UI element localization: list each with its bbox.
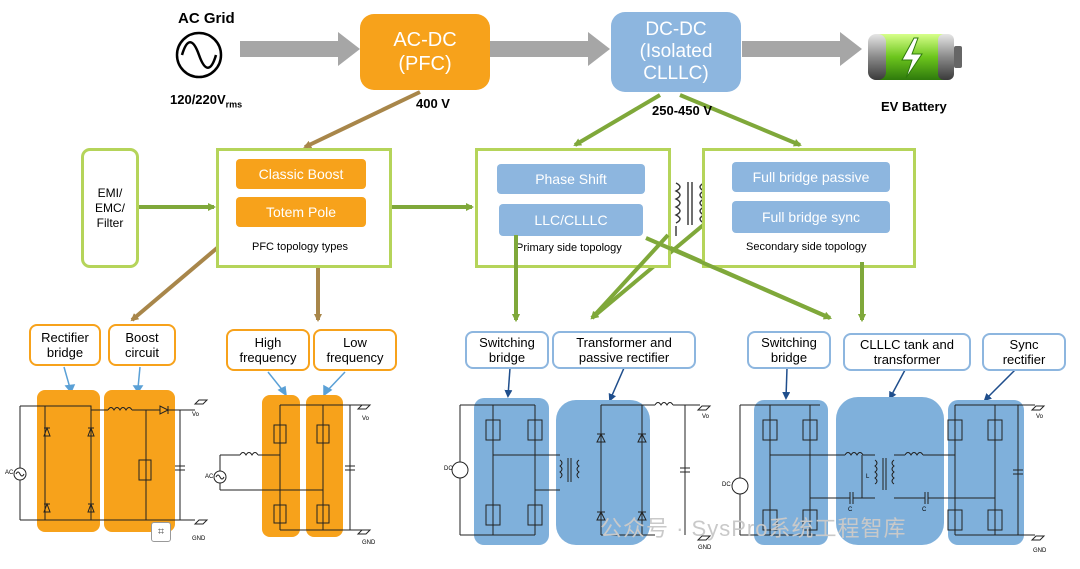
ev-battery-icon (868, 34, 962, 80)
primary-option-phase-shift: Phase Shift (497, 164, 645, 194)
label-line: Switching (761, 335, 817, 350)
label-line: Low (343, 335, 367, 350)
label-line: bridge (488, 350, 526, 365)
label-line: Switching (479, 335, 535, 350)
highlight-low-freq-leg (306, 395, 343, 537)
schematic-clllc (731, 404, 1046, 541)
label-line: Sync (1009, 337, 1039, 352)
arrow-dcdc-to-secondary (679, 93, 802, 147)
label-transformer-passive-rectifier: Transformer and passive rectifier (552, 331, 696, 369)
schematic-totem-pole (213, 404, 372, 535)
dcdc-line3: CLLLC) (643, 63, 709, 84)
arrow-acdc-to-pfc (303, 90, 421, 149)
schematic-classic-boost (13, 399, 209, 525)
label-rectifier-bridge: Rectifier bridge (29, 324, 101, 366)
primary-option-llc-clllc: LLC/CLLLC (499, 204, 643, 236)
ac-grid-label: AC Grid (178, 10, 235, 27)
flow-arrow-acdc-to-dcdc (490, 32, 610, 66)
schem-vo-3: Vo (702, 414, 710, 420)
dcdc-stage: DC-DC (Isolated CLLLC) (611, 12, 741, 92)
schem-c-2: C (922, 507, 927, 513)
secondary-option-passive: Full bridge passive (732, 162, 890, 192)
schem-dc-2: DC (722, 482, 731, 488)
label-line: Boost (125, 330, 159, 345)
label-sync-rectifier: Sync rectifier (982, 333, 1066, 371)
label-boost-circuit: Boost circuit (108, 324, 176, 366)
arrow-dcdc-to-primary (573, 93, 662, 147)
label-line: passive rectifier (578, 350, 670, 365)
emc-label: EMC/ (95, 200, 125, 215)
label-low-frequency: Low frequency (313, 329, 397, 371)
schem-gnd-4: GND (1033, 548, 1047, 554)
highlight-ps-transformer (556, 400, 650, 545)
label-line: CLLLC tank and (860, 337, 954, 352)
label-line: transformer (873, 352, 941, 367)
schematic-phase-shift (451, 402, 712, 541)
label-clllc-switching-bridge: Switching bridge (747, 331, 831, 369)
dcdc-line2: (Isolated (639, 41, 713, 62)
flow-arrow-dcdc-to-battery (742, 32, 862, 66)
acdc-subtitle: (PFC) (398, 53, 452, 75)
ac-source-icon (175, 31, 223, 79)
grid-voltage-unit: rms (225, 99, 243, 110)
schem-gnd-2: GND (362, 540, 376, 546)
schem-vo-2: Vo (362, 416, 370, 422)
acdc-output-voltage: 400 V (416, 96, 450, 111)
label-line: frequency (326, 350, 384, 365)
highlight-high-freq-leg (262, 395, 300, 537)
label-clllc-tank-transformer: CLLLC tank and transformer (843, 333, 971, 371)
schem-vo-1: Vo (192, 412, 200, 418)
schem-gnd-1: GND (192, 536, 206, 542)
acdc-pfc-stage: AC-DC (PFC) (360, 14, 490, 90)
label-line: bridge (46, 345, 84, 360)
label-line: circuit (125, 345, 159, 360)
label-line: bridge (770, 350, 808, 365)
label-line: rectifier (1002, 352, 1046, 367)
pfc-option-classic-boost: Classic Boost (236, 159, 366, 189)
acdc-title: AC-DC (393, 29, 457, 51)
grid-voltage: 120/220Vrms (170, 92, 242, 110)
qr-scan-icon: ⌗ (151, 522, 171, 542)
watermark-text: 公众号 · SysPro系统工程智库 (600, 516, 907, 541)
label-line: Rectifier (41, 330, 89, 345)
pfc-caption: PFC topology types (252, 241, 348, 253)
highlight-sync-rectifier (948, 400, 1024, 545)
schem-c-1: C (848, 507, 853, 513)
highlight-clllc-tank (836, 397, 944, 545)
label-line: Transformer and (576, 335, 672, 350)
flow-arrow-grid-to-acdc (240, 32, 360, 66)
label-line: frequency (239, 350, 297, 365)
schem-l: L (866, 474, 870, 480)
emi-filter-block: EMI/ EMC/ Filter (81, 148, 139, 268)
filter-label: Filter (96, 215, 124, 230)
emi-label: EMI/ (97, 185, 123, 200)
schem-dc-1: DC (444, 466, 453, 472)
dcdc-output-voltage: 250-450 V (652, 103, 712, 118)
schem-vo-4: Vo (1036, 414, 1044, 420)
schem-gnd-3: GND (698, 545, 712, 551)
label-line: High (254, 335, 282, 350)
secondary-option-sync: Full bridge sync (732, 201, 890, 233)
dcdc-title: DC-DC (645, 19, 707, 40)
pfc-option-totem-pole: Totem Pole (236, 197, 366, 227)
grid-voltage-value: 120/220V (170, 92, 226, 107)
label-ps-switching-bridge: Switching bridge (465, 331, 549, 369)
schem-ac-2: AC (205, 474, 214, 480)
schem-ac-1: AC (5, 470, 14, 476)
ev-battery-label: EV Battery (881, 99, 947, 114)
label-high-frequency: High frequency (226, 329, 310, 371)
highlight-clllc-bridge (754, 400, 828, 545)
